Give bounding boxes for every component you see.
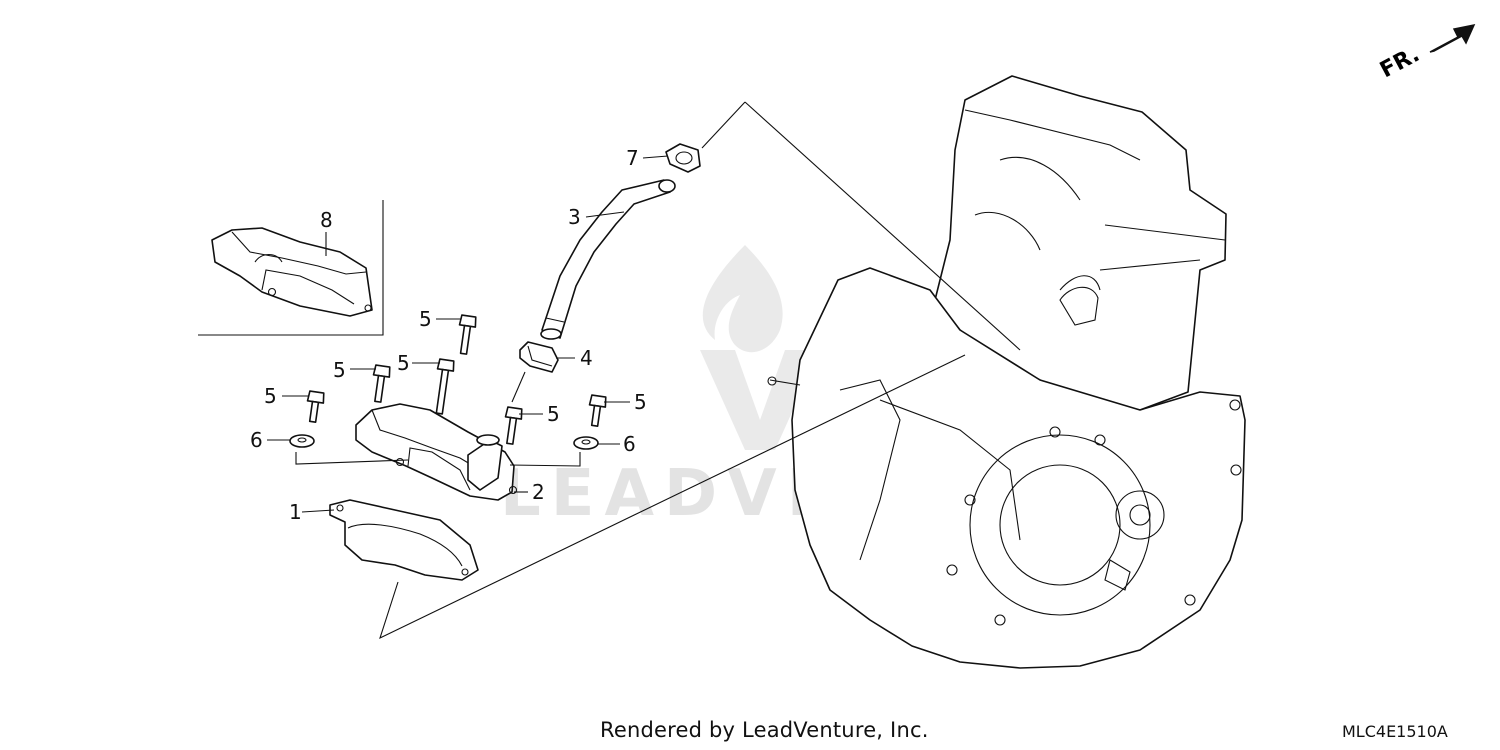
callout-8[interactable]: 8 xyxy=(320,208,333,232)
footer-credit: Rendered by LeadVenture, Inc. xyxy=(600,718,929,742)
bolt xyxy=(458,314,477,355)
cover-assembly-shape xyxy=(211,227,373,317)
washer xyxy=(573,436,599,450)
bolt xyxy=(588,394,607,427)
callout-4[interactable]: 4 xyxy=(580,346,593,370)
callout-5-right[interactable]: 5 xyxy=(634,390,647,414)
callout-labels: 1 2 3 4 5 5 5 5 5 5 6 6 7 8 xyxy=(250,146,647,524)
bolt xyxy=(306,390,325,423)
clamp-upper xyxy=(665,143,701,173)
washer-set xyxy=(289,434,599,450)
callout-5-mid[interactable]: 5 xyxy=(397,351,410,375)
front-label: FR. xyxy=(1376,42,1424,83)
callout-1[interactable]: 1 xyxy=(289,500,302,524)
cover-assembly-inset xyxy=(198,200,384,336)
hose xyxy=(540,179,676,340)
engine xyxy=(767,75,1246,669)
bolt-set xyxy=(306,314,607,445)
bolt xyxy=(372,364,391,403)
bolt xyxy=(504,406,523,445)
callout-3[interactable]: 3 xyxy=(568,205,581,229)
callout-5-left[interactable]: 5 xyxy=(333,358,346,382)
arrow-front-icon xyxy=(1429,23,1476,53)
callout-5-center[interactable]: 5 xyxy=(547,402,560,426)
callout-2[interactable]: 2 xyxy=(532,480,545,504)
cover xyxy=(355,403,518,501)
engine-side-cover xyxy=(969,434,1151,616)
callout-7[interactable]: 7 xyxy=(626,146,639,170)
callout-6-left[interactable]: 6 xyxy=(250,428,263,452)
watermark-v-mark xyxy=(700,350,820,450)
gasket xyxy=(329,499,479,581)
diagram-code: MLC4E1510A xyxy=(1342,722,1448,741)
clamp-lower xyxy=(519,341,559,373)
front-direction-indicator: FR. xyxy=(1376,23,1476,83)
flame-logo-icon xyxy=(702,245,783,353)
callout-5-top[interactable]: 5 xyxy=(419,307,432,331)
washer xyxy=(289,434,315,448)
engine-crankcase xyxy=(791,267,1246,669)
callout-6-right[interactable]: 6 xyxy=(623,432,636,456)
callout-5-far-left[interactable]: 5 xyxy=(264,384,277,408)
bolt xyxy=(435,358,455,415)
